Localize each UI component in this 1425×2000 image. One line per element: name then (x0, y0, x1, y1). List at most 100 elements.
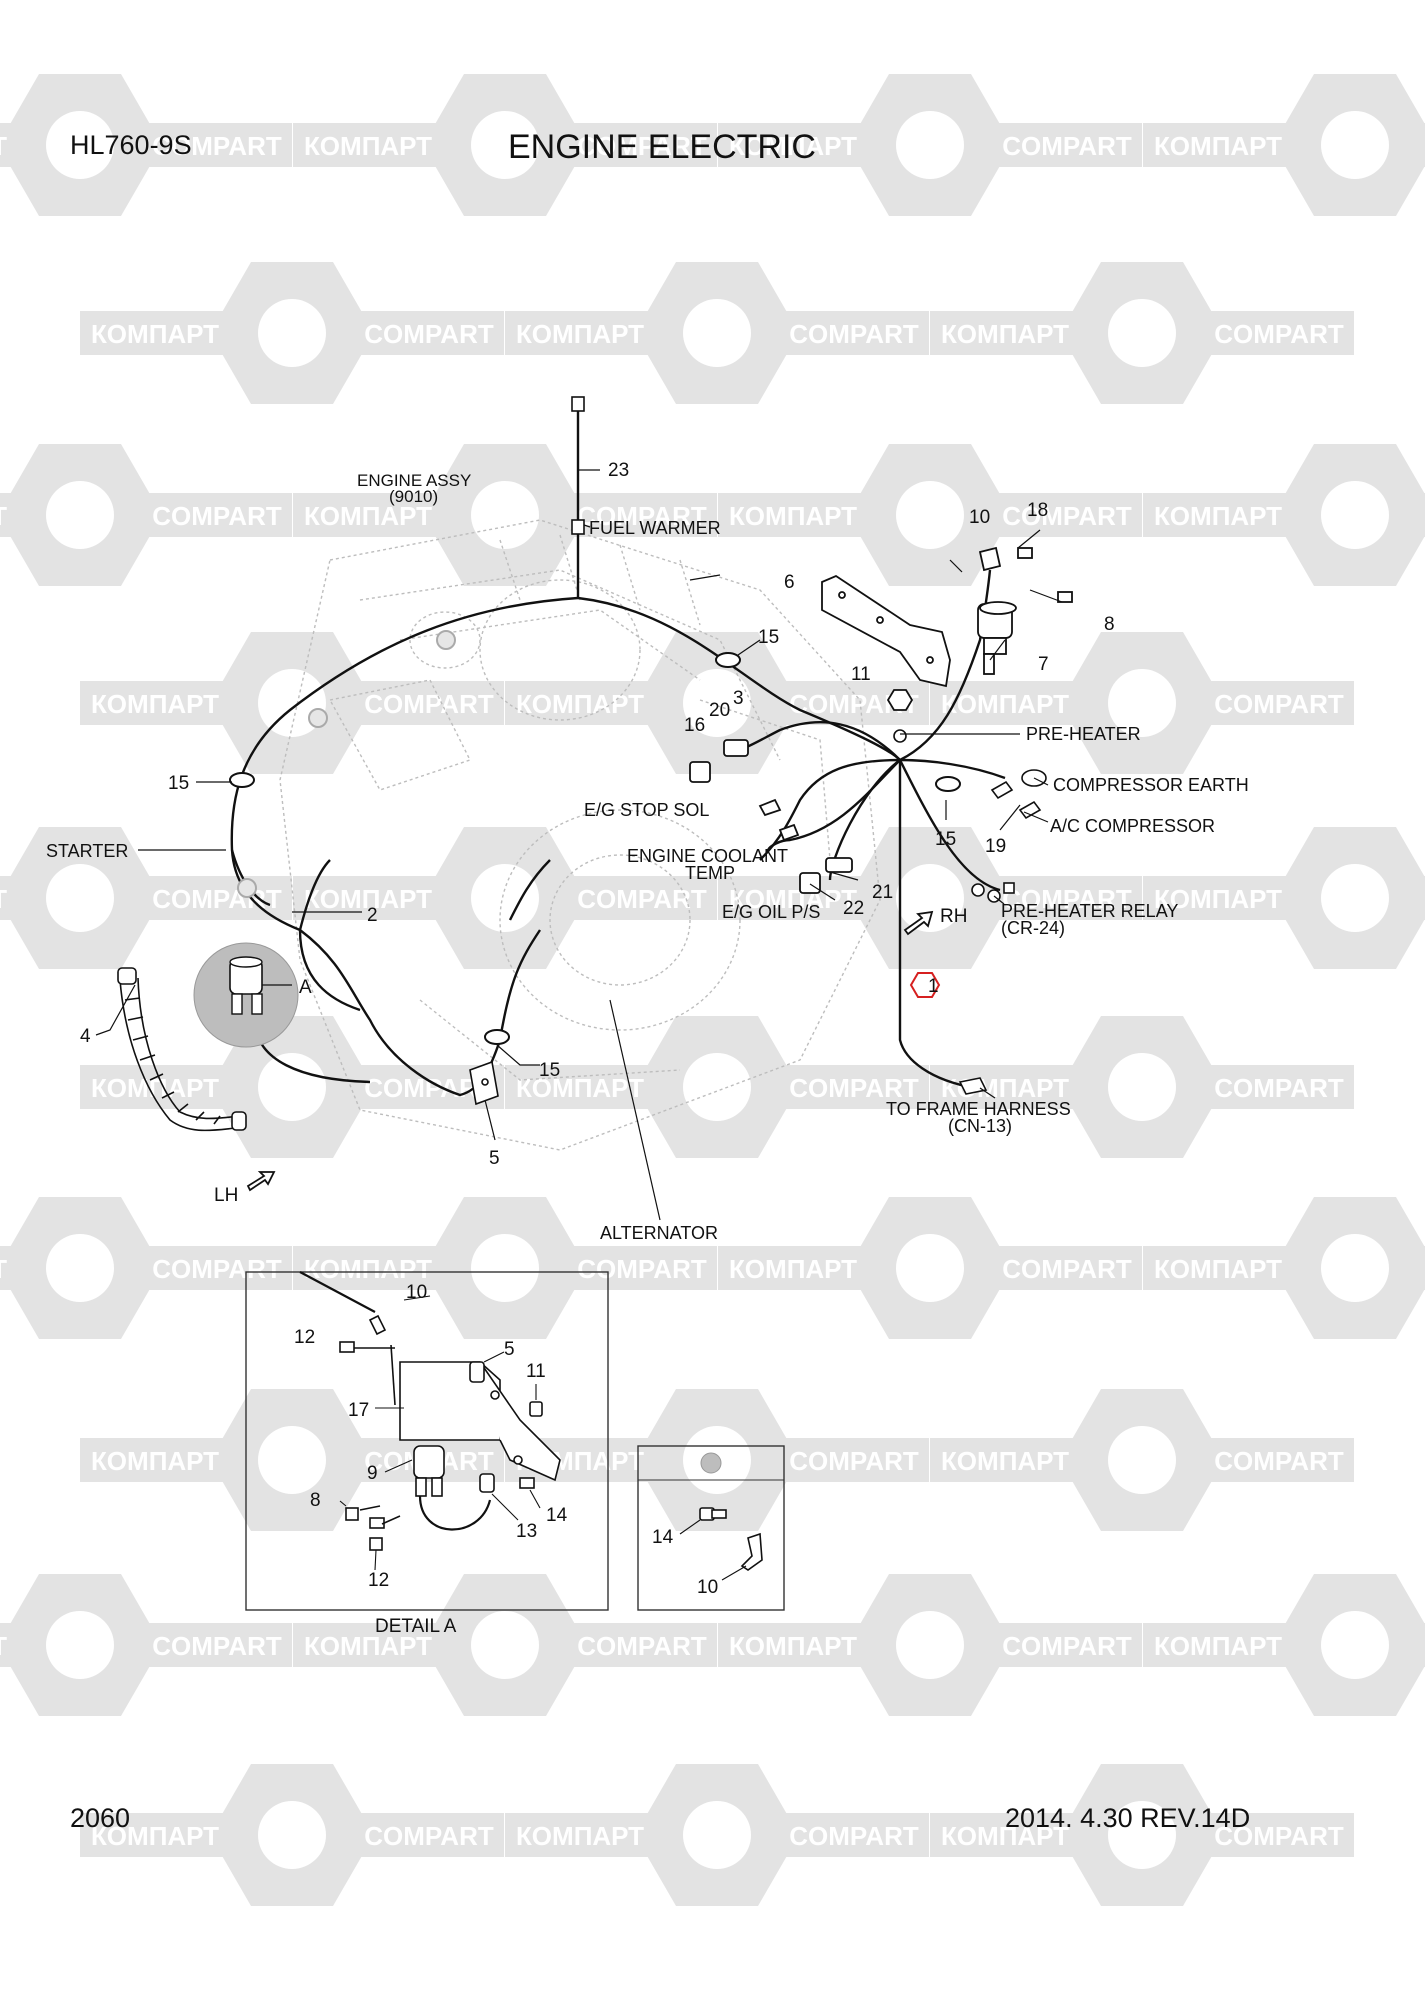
watermark-text-latin: COMPART (152, 501, 282, 531)
watermark-text-cyrillic: КОМПАРТ (91, 1821, 219, 1851)
label-to-frame-harness-2: (CN-13) (948, 1116, 1012, 1136)
page-number: 2060 (70, 1803, 131, 1833)
watermark-text-cyrillic: КОМПАРТ (729, 501, 857, 531)
harness-clamps (229, 630, 961, 1045)
part-16: 16 (684, 715, 705, 736)
label-lh: LH (214, 1185, 238, 1206)
inset-marker (700, 1452, 722, 1474)
part-11: 11 (851, 664, 871, 685)
detail-a-callout (193, 942, 299, 1048)
sensors (689, 739, 853, 894)
label-to-frame-harness-1: TO FRAME HARNESS (886, 1099, 1071, 1119)
part-18: 18 (1027, 500, 1048, 521)
watermark-text-cyrillic: КОМПАРТ (729, 131, 857, 161)
part-6: 6 (784, 572, 795, 593)
part-5: 5 (489, 1148, 500, 1169)
inset-drawing (679, 1507, 763, 1581)
watermark-tile: КОМПАРТ COMPART (718, 444, 1142, 586)
part-2: 2 (367, 905, 378, 926)
watermark-text-latin: COMPART (1002, 1254, 1132, 1284)
watermark-text-latin: COMPART (364, 689, 494, 719)
detail-a-drawing (299, 1271, 561, 1571)
watermark-text-latin: COMPART (1002, 131, 1132, 161)
watermark-text-cyrillic: КОМПАРТ (91, 1446, 219, 1476)
watermark-text-cyrillic: КОМПАРТ (304, 884, 432, 914)
watermark-text-cyrillic: КОМПАРТ (516, 1073, 644, 1103)
watermark-text-cyrillic: КОМПАРТ (91, 319, 219, 349)
detail-part-17: 17 (348, 1400, 369, 1421)
model-code: HL760-9S (70, 130, 192, 160)
inset-part-10: 10 (697, 1577, 718, 1598)
watermark-text-cyrillic: КОМПАРТ (0, 884, 7, 914)
watermark-tile: КОМПАРТ COMPART (718, 74, 1142, 216)
engine-ghost-outline (279, 519, 881, 1151)
detail-a-frame (245, 1271, 609, 1611)
label-detail-letter: A (299, 977, 312, 998)
part-23: 23 (608, 460, 629, 481)
watermark-text-latin: COMPART (364, 1821, 494, 1851)
label-rh: RH (940, 906, 967, 927)
watermark-tile: КОМПАРТ COMPART (293, 827, 717, 969)
watermark-text-latin: COMPART (577, 1631, 707, 1661)
watermark-text-latin: COMPART (1002, 884, 1132, 914)
detail-a-numbers: 10 12 5 11 17 9 8 14 13 12 (294, 1282, 568, 1591)
part-1: 1 (928, 976, 939, 997)
part-numbers: 23 10 18 6 8 15 7 11 20 3 16 15 15 19 21… (80, 460, 1115, 1169)
watermark-text-latin: COMPART (577, 131, 707, 161)
part-21: 21 (872, 882, 893, 903)
page-title: ENGINE ELECTRIC (508, 128, 816, 166)
watermark-text-latin: COMPART (789, 1821, 919, 1851)
watermark-text-cyrillic: КОМПАРТ (304, 1254, 432, 1284)
watermark-text-latin: COMPART (152, 1631, 282, 1661)
watermark-text-cyrillic: КОМПАРТ (516, 319, 644, 349)
label-compressor-earth: COMPRESSOR EARTH (1053, 775, 1249, 795)
watermark-text-latin: COMPART (152, 1254, 282, 1284)
watermark-text-latin: COMPART (789, 1446, 919, 1476)
detail-part-5: 5 (504, 1339, 515, 1360)
watermark-text-latin: COMPART (1002, 501, 1132, 531)
watermark-text-latin: COMPART (364, 319, 494, 349)
label-engine-coolant-2: TEMP (685, 863, 735, 883)
part-20: 20 (709, 700, 730, 721)
part-19: 19 (985, 836, 1006, 857)
direction-arrows (246, 910, 934, 1192)
leader-lines (95, 469, 1063, 1221)
watermark-tile: КОМПАРТ COMPART (80, 1764, 504, 1906)
part-8: 8 (1104, 614, 1115, 635)
watermark-text-cyrillic: КОМПАРТ (941, 689, 1069, 719)
part-15-right: 15 (935, 829, 956, 850)
watermark-tile: КОМПАРТ COMPART (80, 262, 504, 404)
watermark-text-cyrillic: КОМПАРТ (0, 131, 7, 161)
part-22: 22 (843, 898, 864, 919)
watermark-text-latin: COMPART (577, 884, 707, 914)
revision-date: 2014. 4.30 REV.14D (1005, 1803, 1251, 1833)
detail-part-12-bottom: 12 (368, 1570, 389, 1591)
label-starter: STARTER (46, 841, 128, 861)
part-15-bottom: 15 (539, 1060, 560, 1081)
watermark-text-latin: COMPART (1214, 1821, 1344, 1851)
watermark-text-latin: COMPART (1214, 1073, 1344, 1103)
watermark-text-cyrillic: КОМПАРТ (91, 689, 219, 719)
bracket-5 (469, 1060, 499, 1106)
inset-frame (637, 1445, 785, 1611)
watermark-text-latin: COMPART (1214, 319, 1344, 349)
watermark-text-cyrillic: КОМПАРТ (729, 1631, 857, 1661)
part-15-left: 15 (168, 773, 189, 794)
callout-labels: ENGINE ASSY (9010) FUEL WARMER PRE-HEATE… (46, 471, 1249, 1637)
watermark-text-cyrillic: КОМПАРТ (304, 501, 432, 531)
watermark-text-latin: COMPART (1214, 1446, 1344, 1476)
